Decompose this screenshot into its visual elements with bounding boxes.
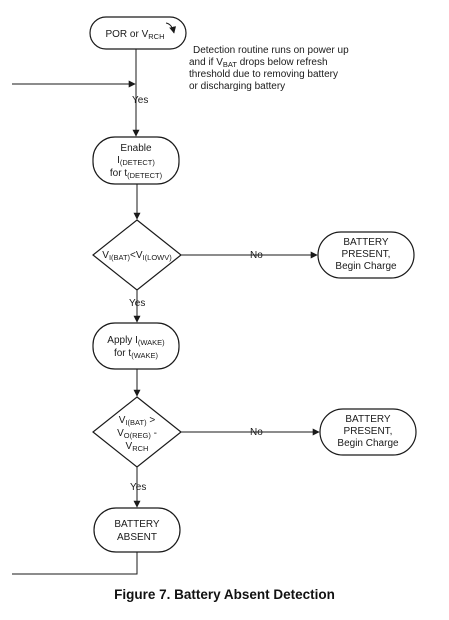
- yes-label-3: Yes: [130, 482, 146, 493]
- absent-line2: ABSENT: [117, 532, 157, 543]
- present2-line2: PRESENT,: [344, 426, 393, 437]
- svg-text:threshold due to removing batt: threshold due to removing battery: [189, 69, 338, 80]
- no-label-2: No: [250, 427, 263, 438]
- connector-absent-exit: [12, 552, 138, 575]
- battery-present-terminal-2: [319, 408, 417, 456]
- apply-wake-process: [92, 322, 180, 370]
- present2-line3: Begin Charge: [337, 438, 399, 449]
- start-curved-arrow: [165, 22, 177, 34]
- wake-line2: for t(WAKE): [114, 348, 159, 360]
- present1-line2: PRESENT,: [342, 249, 391, 260]
- figure-caption: Figure 7. Battery Absent Detection: [114, 587, 335, 602]
- no-label-1: No: [250, 250, 263, 261]
- decision2-line2: VO(REG) -: [117, 428, 157, 440]
- battery-present-terminal-1: [317, 231, 415, 279]
- wake-line1: Apply I(WAKE): [107, 335, 165, 347]
- decision2-line3: VRCH: [126, 441, 149, 453]
- yes-label-2: Yes: [129, 298, 145, 309]
- flowchart: POR or VRCH Detection routine runs on po…: [12, 16, 417, 575]
- battery-absent-terminal: [93, 507, 181, 553]
- svg-text:or discharging battery: or discharging battery: [189, 81, 285, 92]
- yes-label-1: Yes: [132, 95, 148, 106]
- present1-line1: BATTERY: [343, 237, 389, 248]
- absent-line1: BATTERY: [114, 519, 160, 530]
- svg-text:Detection routine runs on powe: Detection routine runs on power up: [193, 45, 349, 56]
- present1-line3: Begin Charge: [335, 261, 397, 272]
- decision1-label: VI(BAT)<VI(LOWV): [102, 250, 172, 262]
- start-label: POR or VRCH: [105, 29, 164, 41]
- tdetect-label: for t(DETECT): [110, 168, 163, 180]
- detection-note: Detection routine runs on power up and i…: [189, 45, 349, 92]
- enable-label: Enable: [120, 143, 152, 154]
- svg-text:and if VBAT drops below refres: and if VBAT drops below refresh: [189, 57, 328, 69]
- enable-detect-process: [92, 136, 180, 185]
- present2-line1: BATTERY: [345, 414, 391, 425]
- idetect-label: I(DETECT): [117, 155, 155, 167]
- start-terminal: [89, 16, 187, 50]
- decision2-line1: VI(BAT) >: [119, 415, 156, 427]
